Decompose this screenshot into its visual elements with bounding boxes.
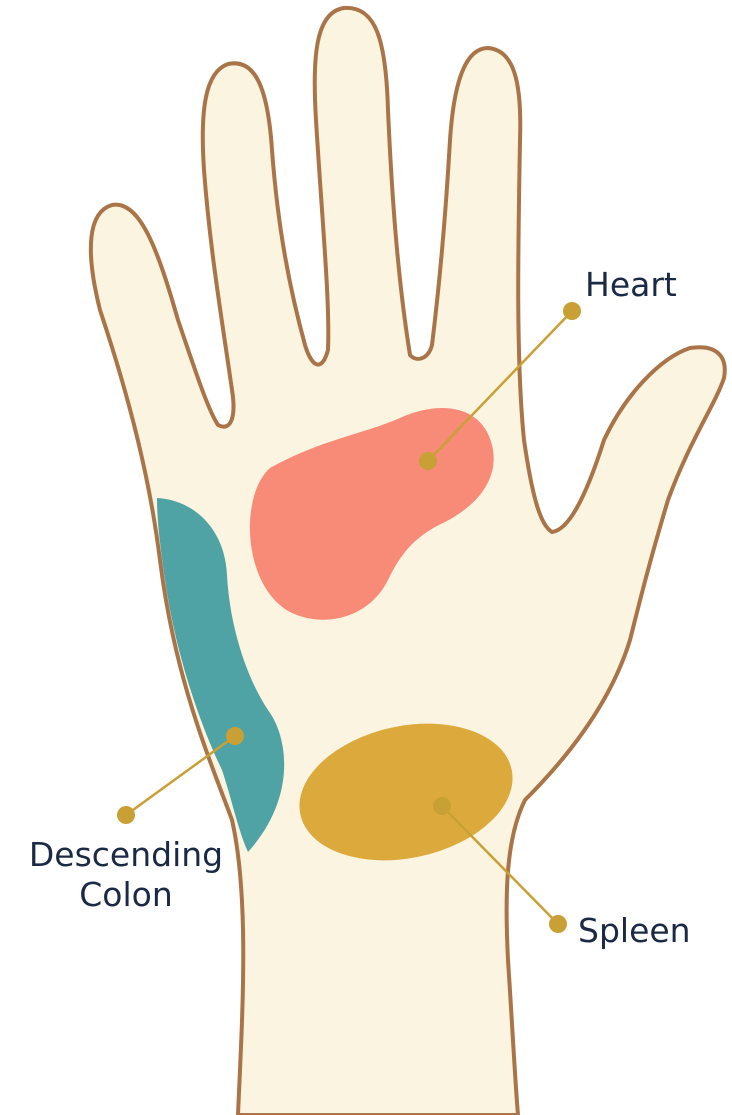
spleen-anchor-dot [433, 797, 451, 815]
heart-label-dot [563, 302, 581, 320]
descending-colon-anchor-dot [226, 727, 244, 745]
spleen-label-dot [549, 915, 567, 933]
spleen-label: Spleen [578, 911, 691, 950]
descending-colon-zone [157, 498, 285, 852]
heart-leader [419, 302, 581, 470]
spleen-zone [299, 723, 513, 861]
descending-colon-leader [117, 727, 244, 824]
heart-label: Heart [585, 265, 677, 304]
spleen-leader [433, 797, 567, 933]
heart-anchor-dot [419, 452, 437, 470]
heart-leader-line [427, 310, 573, 462]
descending-colon-label-line1: Descending [29, 835, 223, 874]
descending-colon-label-dot [117, 806, 135, 824]
spleen-leader-line [441, 805, 559, 925]
descending-colon-leader-line [125, 734, 236, 817]
descending-colon-label-line2: Colon [79, 875, 173, 914]
